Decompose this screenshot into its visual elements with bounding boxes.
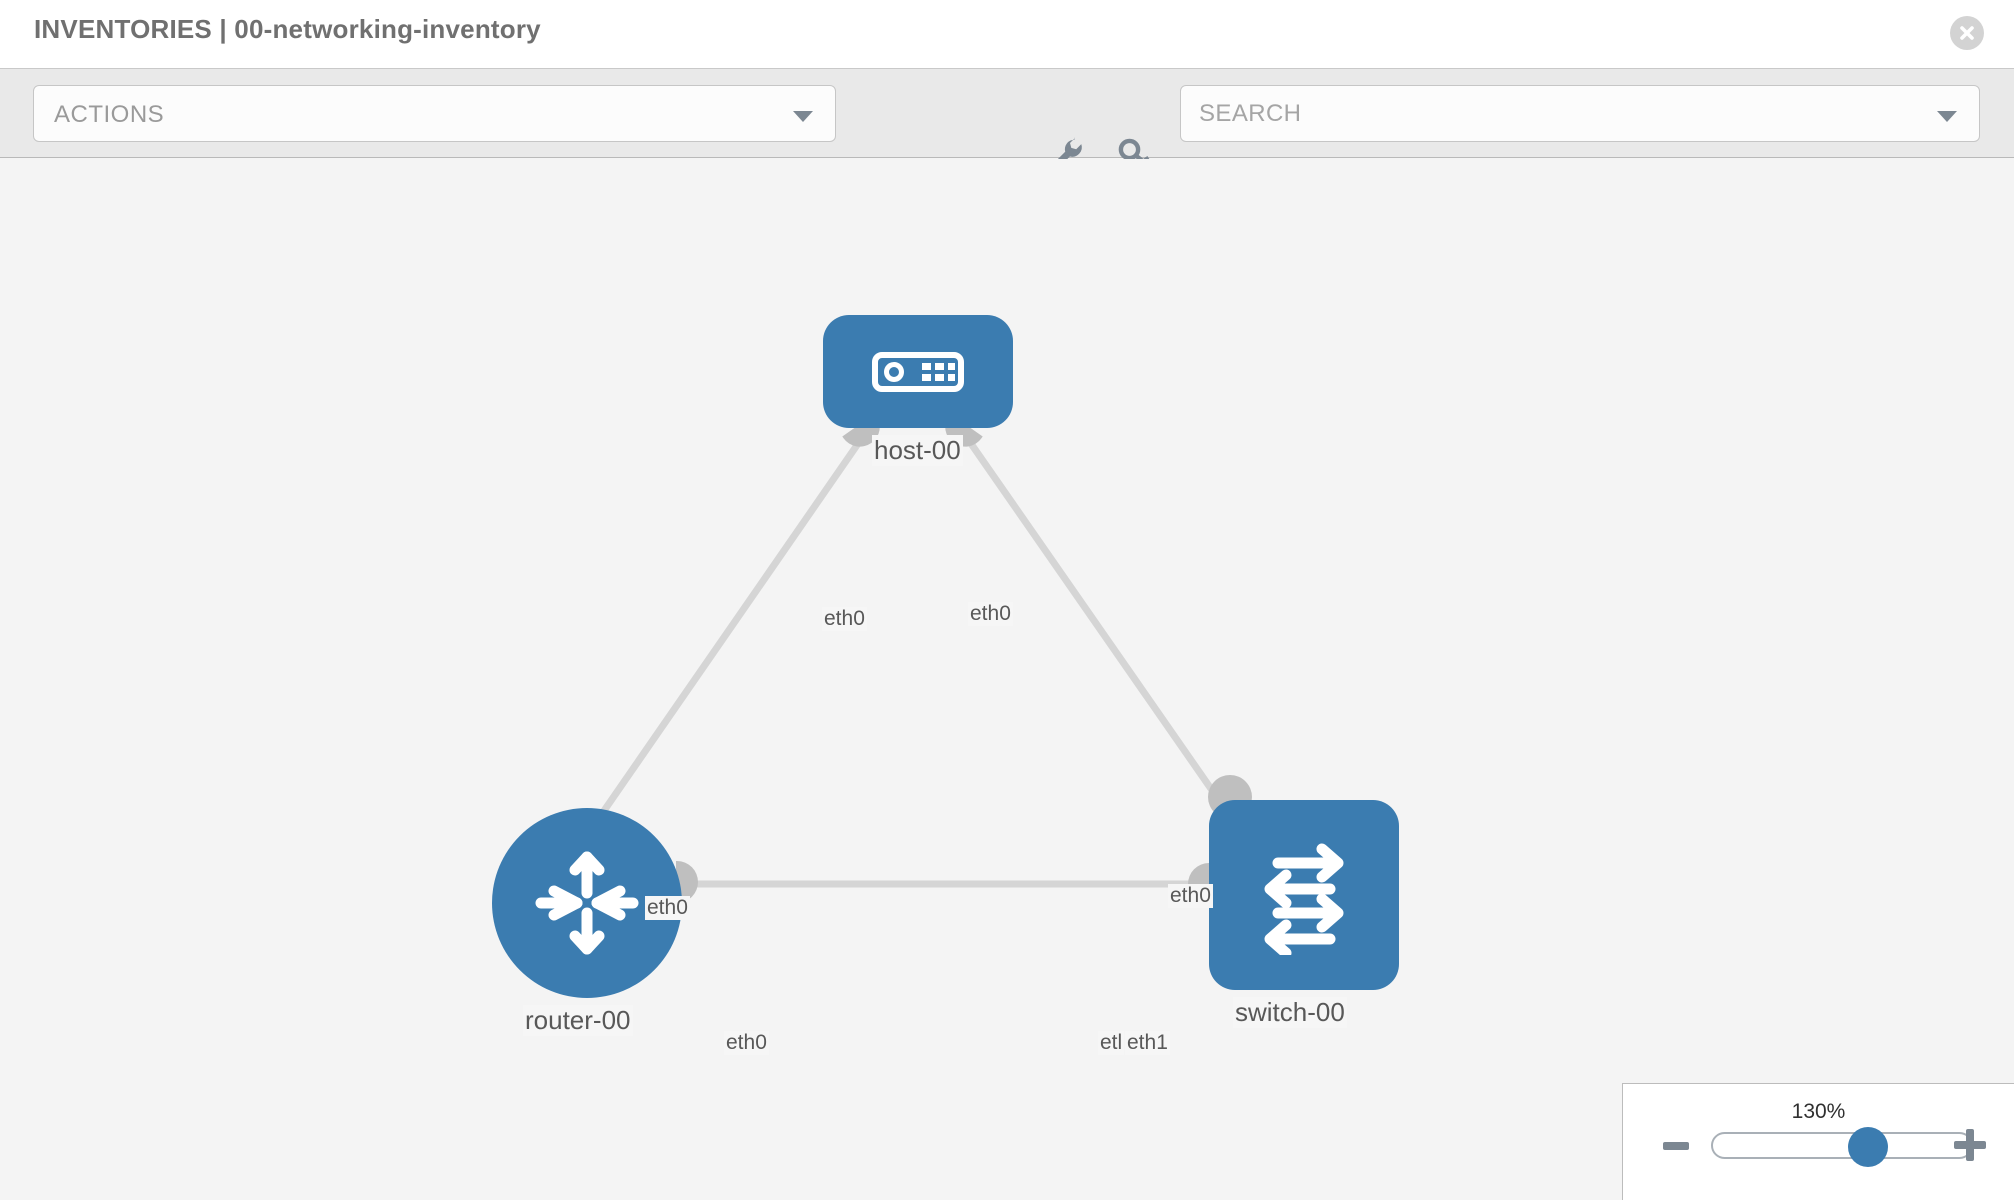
interface-label: eth0 (645, 896, 690, 920)
link-host-switch (962, 433, 1235, 821)
zoom-panel: 130% (1622, 1083, 2014, 1200)
chevron-down-icon (793, 111, 813, 122)
router-arrows-icon (535, 851, 639, 955)
search-box[interactable] (1180, 85, 1980, 142)
zoom-slider[interactable] (1711, 1127, 1973, 1167)
interface-label: eth0 (968, 602, 1013, 626)
node-switch-00-shape[interactable] (1209, 800, 1399, 990)
page-header: INVENTORIES | 00-networking-inventory (0, 0, 2014, 68)
switch-arrows-icon (1264, 843, 1344, 955)
search-input[interactable] (1199, 86, 1899, 141)
interface-label-overlap: etl (1098, 1031, 1125, 1055)
actions-dropdown[interactable]: ACTIONS (33, 85, 836, 142)
interface-label: eth0 (1168, 884, 1213, 908)
node-host-00-label: host-00 (872, 435, 963, 466)
close-icon[interactable] (1950, 16, 1984, 50)
interface-label: eth0 (822, 607, 867, 631)
actions-dropdown-label: ACTIONS (54, 101, 165, 128)
node-switch-00-label: switch-00 (1233, 997, 1347, 1028)
chevron-down-icon[interactable] (1937, 111, 1957, 122)
minus-icon[interactable] (1663, 1142, 1689, 1150)
zoom-slider-thumb[interactable] (1848, 1127, 1888, 1167)
page-title: INVENTORIES | 00-networking-inventory (34, 14, 541, 44)
node-switch-00[interactable]: switch-00 (1209, 800, 1399, 1028)
toolbar: ACTIONS (0, 68, 2014, 170)
link-host-router (587, 433, 867, 833)
node-host-00[interactable]: host-00 (823, 315, 1013, 466)
node-host-00-shape[interactable] (823, 315, 1013, 428)
plus-icon[interactable] (1954, 1129, 1986, 1161)
topology-links (587, 433, 1235, 888)
interface-label: eth0 (724, 1031, 769, 1055)
topology-canvas[interactable]: host-00 router-00 (0, 159, 2014, 1200)
server-device-icon (872, 351, 964, 392)
interface-label: eth1 (1125, 1031, 1170, 1055)
node-router-00-label: router-00 (523, 1005, 633, 1036)
zoom-percent-label: 130% (1791, 1100, 1846, 1123)
